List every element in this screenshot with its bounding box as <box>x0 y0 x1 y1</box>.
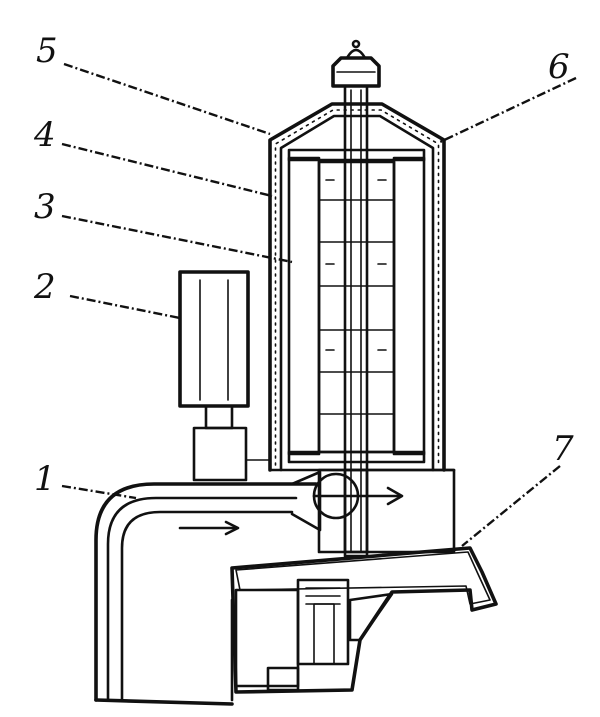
pilot-actuator <box>178 270 271 482</box>
base-flange <box>230 546 498 694</box>
callout-labels: 5 6 4 3 2 1 7 <box>33 31 574 499</box>
coil-winding <box>287 148 426 464</box>
callout-label-5: 5 <box>36 31 58 71</box>
leader-lines <box>61 62 577 547</box>
central-stem <box>331 39 381 558</box>
pipe-body <box>94 470 404 706</box>
callout-label-2: 2 <box>33 267 56 307</box>
callout-label-6: 6 <box>548 47 570 87</box>
housing-cover <box>268 102 446 472</box>
callout-label-7: 7 <box>552 429 574 469</box>
callout-label-3: 3 <box>34 187 56 227</box>
callout-label-1: 1 <box>34 459 56 499</box>
core-stack <box>317 160 396 454</box>
callout-label-4: 4 <box>33 115 56 155</box>
